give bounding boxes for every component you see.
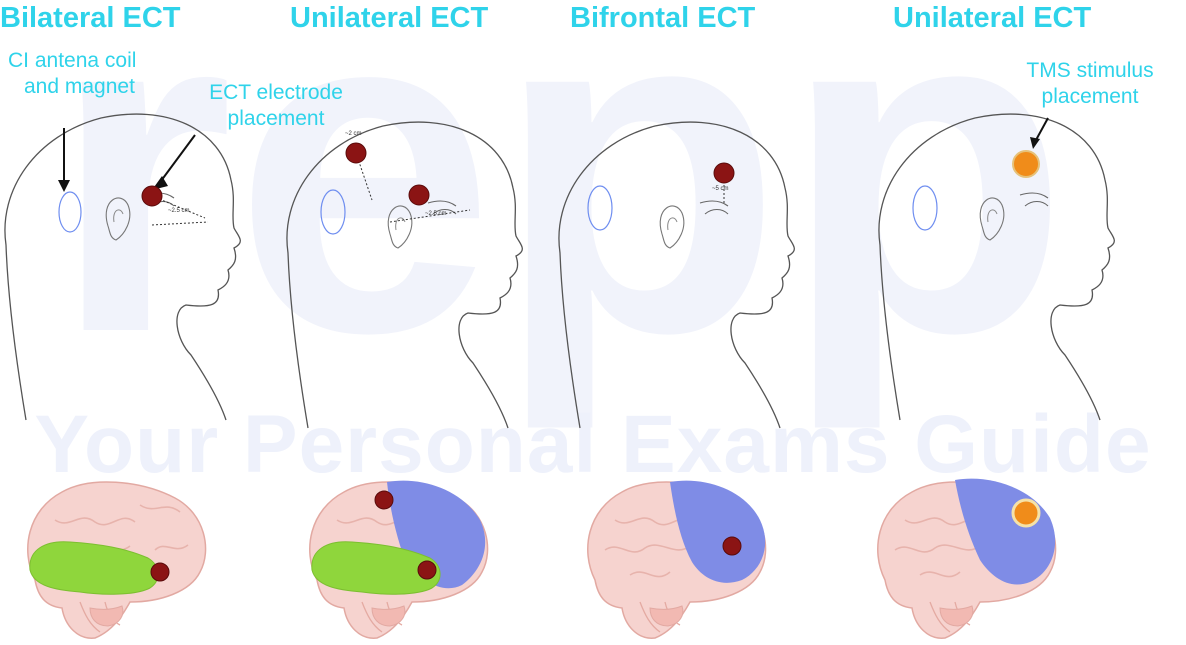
tms-spot-brain — [1013, 500, 1039, 526]
annotation-ect-electrode-line2: placement — [186, 106, 366, 132]
ci-coil-bifrontal — [588, 186, 612, 230]
annotation-ci-antenna: CI antena coil and magnet — [8, 48, 136, 100]
arrow-tms-stimulus — [1036, 118, 1048, 140]
electrode-unilateral-temple — [409, 185, 429, 205]
annotation-ci-antenna-line1: CI antena coil — [8, 48, 136, 74]
annotation-tms-stimulus-line1: TMS stimulus — [1000, 58, 1180, 84]
title-unilateral-ect: Unilateral ECT — [290, 4, 488, 33]
annotation-ect-electrode: ECT electrode placement — [186, 80, 366, 132]
arrow-ect-electrode — [158, 135, 195, 185]
head-outline-bilateral — [5, 114, 240, 420]
brain-bilateral — [28, 482, 206, 638]
electrode-unilateral-top — [346, 143, 366, 163]
electrode-bifrontal — [714, 163, 734, 183]
brain-electrode-bifrontal — [723, 537, 741, 555]
ci-coil-unilateral — [321, 190, 345, 234]
ci-coil-tms — [913, 186, 937, 230]
brain-tms — [878, 479, 1056, 639]
annotation-ci-antenna-line2: and magnet — [8, 74, 136, 100]
measure-unilateral-horizontal: ~2.5 cm — [425, 211, 447, 217]
brain-electrode-bilateral — [151, 563, 169, 581]
measure-bifrontal: ~5 cm — [712, 186, 729, 192]
brain-bifrontal — [588, 481, 766, 639]
brain-electrode-unilateral-top — [375, 491, 393, 509]
brain-electrode-unilateral-temporal — [418, 561, 436, 579]
measure-bilateral: ~2.5 cm — [168, 208, 190, 214]
title-unilateral-ect-tms: Unilateral ECT — [893, 4, 1091, 33]
brain-unilateral — [310, 481, 488, 639]
annotation-ect-electrode-line1: ECT electrode — [186, 80, 366, 106]
annotation-tms-stimulus: TMS stimulus placement — [1000, 58, 1180, 110]
electrode-bilateral — [142, 186, 162, 206]
title-bilateral-ect: Bilateral ECT — [0, 4, 181, 33]
annotation-tms-stimulus-line2: placement — [1000, 84, 1180, 110]
ci-coil-bilateral — [59, 192, 81, 232]
tms-spot-head — [1013, 151, 1039, 177]
head-outline-unilateral — [287, 122, 522, 428]
head-outline-tms — [879, 114, 1114, 420]
head-outline-bifrontal — [559, 122, 794, 428]
title-bifrontal-ect: Bifrontal ECT — [570, 4, 755, 33]
